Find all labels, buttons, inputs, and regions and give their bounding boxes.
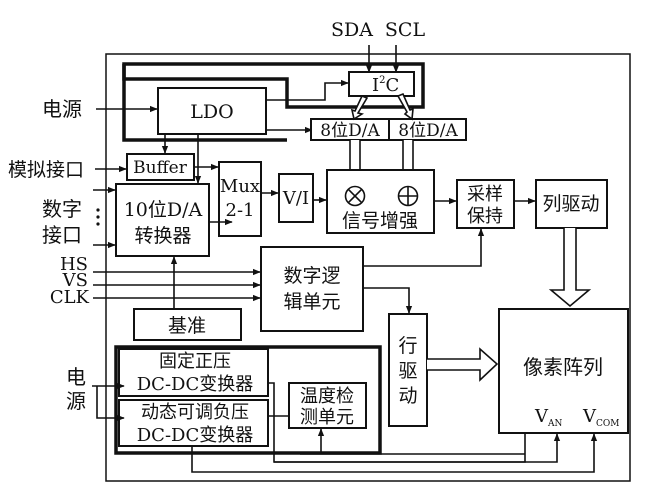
dcdc-group-frame [114,345,382,455]
row-driver-label-line3: 动 [398,385,417,407]
analog-interface-label: 模拟接口 [8,159,84,181]
signal-enhance-label: 信号增强 [342,210,418,232]
dac8-right-label: 8位D/A [398,121,458,141]
i2c-to-dac8-right-arrow [396,92,414,121]
scl-label: SCL [385,19,426,41]
power-bottom-label-line1: 电 [66,365,86,389]
buffer-label: Buffer [133,158,188,178]
van-label: VAN [534,406,562,429]
vi-label: V/I [282,188,309,209]
clk-label: CLK [50,287,90,308]
vs-label: VS [62,270,88,291]
digital-interface-label-line2: 接口 [42,223,82,247]
i2c-label: I2C [372,75,399,96]
power-to-dynamic-dcdc [96,386,125,422]
digital-logic-block [260,246,364,332]
multiplier-cross [347,188,363,204]
i2c-to-dac8-left-arrow [350,94,369,121]
ldo-label: LDO [190,101,233,123]
pixel-array-label: 像素阵列 [523,355,603,379]
reference-block [133,308,242,341]
dynamic-negative-dcdc-block [118,399,269,447]
temperature-sense-block [288,382,367,429]
logic-to-row-driver [363,287,413,314]
digital-logic-label-line2: 辑单元 [283,291,340,313]
dynamic-negative-dcdc-label-line2: DC-DC变换器 [137,425,254,446]
dynamic-negative-dcdc-label-line1: 动态可调负压 [141,402,249,423]
mux-label-line2: 2-1 [226,200,255,221]
digital-logic-label-line1: 数字逻 [283,265,340,287]
sda-label: SDA [331,19,373,41]
mux-label-line1: Mux [220,176,260,197]
column-driver-block [535,179,608,229]
dac10-label-line1: 10位D/A [124,199,203,221]
temperature-sense-label-line2: 测单元 [300,407,354,428]
column-driver-label: 列驱动 [542,193,599,215]
fixed-positive-dcdc-block [118,348,269,397]
sample-hold-label-line2: 保持 [467,206,503,227]
ldo-block [157,87,267,135]
ldo-to-i2c [266,79,349,101]
digital-interface-label-line1: 数字 [42,197,82,221]
buffer-block [126,153,195,181]
pixel-array-block [498,308,629,434]
reference-label: 基准 [168,315,206,337]
dac8-right-block [388,118,467,141]
row-driver-label-line2: 驱 [398,360,417,382]
ellipsis-dot [96,208,100,212]
fixed-positive-dcdc-label-line2: DC-DC变换器 [137,374,254,395]
row-driver-to-pixel-arrow [427,347,499,382]
row-driver-label-line1: 行 [398,335,417,357]
ellipsis-dot [96,215,100,219]
hs-label: HS [60,254,88,275]
vi-block [278,173,314,223]
sample-hold-block [456,179,515,229]
power-bottom-label-line2: 源 [66,389,86,413]
column-driver-to-pixel-arrow [548,228,592,308]
fixed-positive-dcdc-label-line1: 固定正压 [159,351,231,372]
dac10-block [115,183,210,257]
control-bus-left [122,64,287,142]
ellipsis-dot [96,222,100,226]
power-top-label: 电源 [42,97,82,121]
to-van-wire [274,433,561,463]
adder-cross [398,186,418,206]
dac8-left-label: 8位D/A [320,121,380,141]
to-vcom-wire [191,433,598,473]
logic-to-sample-hold [363,228,485,267]
mux-block [218,161,262,237]
temperature-sense-label-line1: 温度检 [300,386,354,407]
chip-boundary [105,53,631,482]
dac10-label-line2: 转换器 [134,225,191,247]
vcom-label: VCOM [582,406,619,429]
i2c-block [348,71,415,97]
sample-hold-label-line1: 采样 [467,184,503,205]
